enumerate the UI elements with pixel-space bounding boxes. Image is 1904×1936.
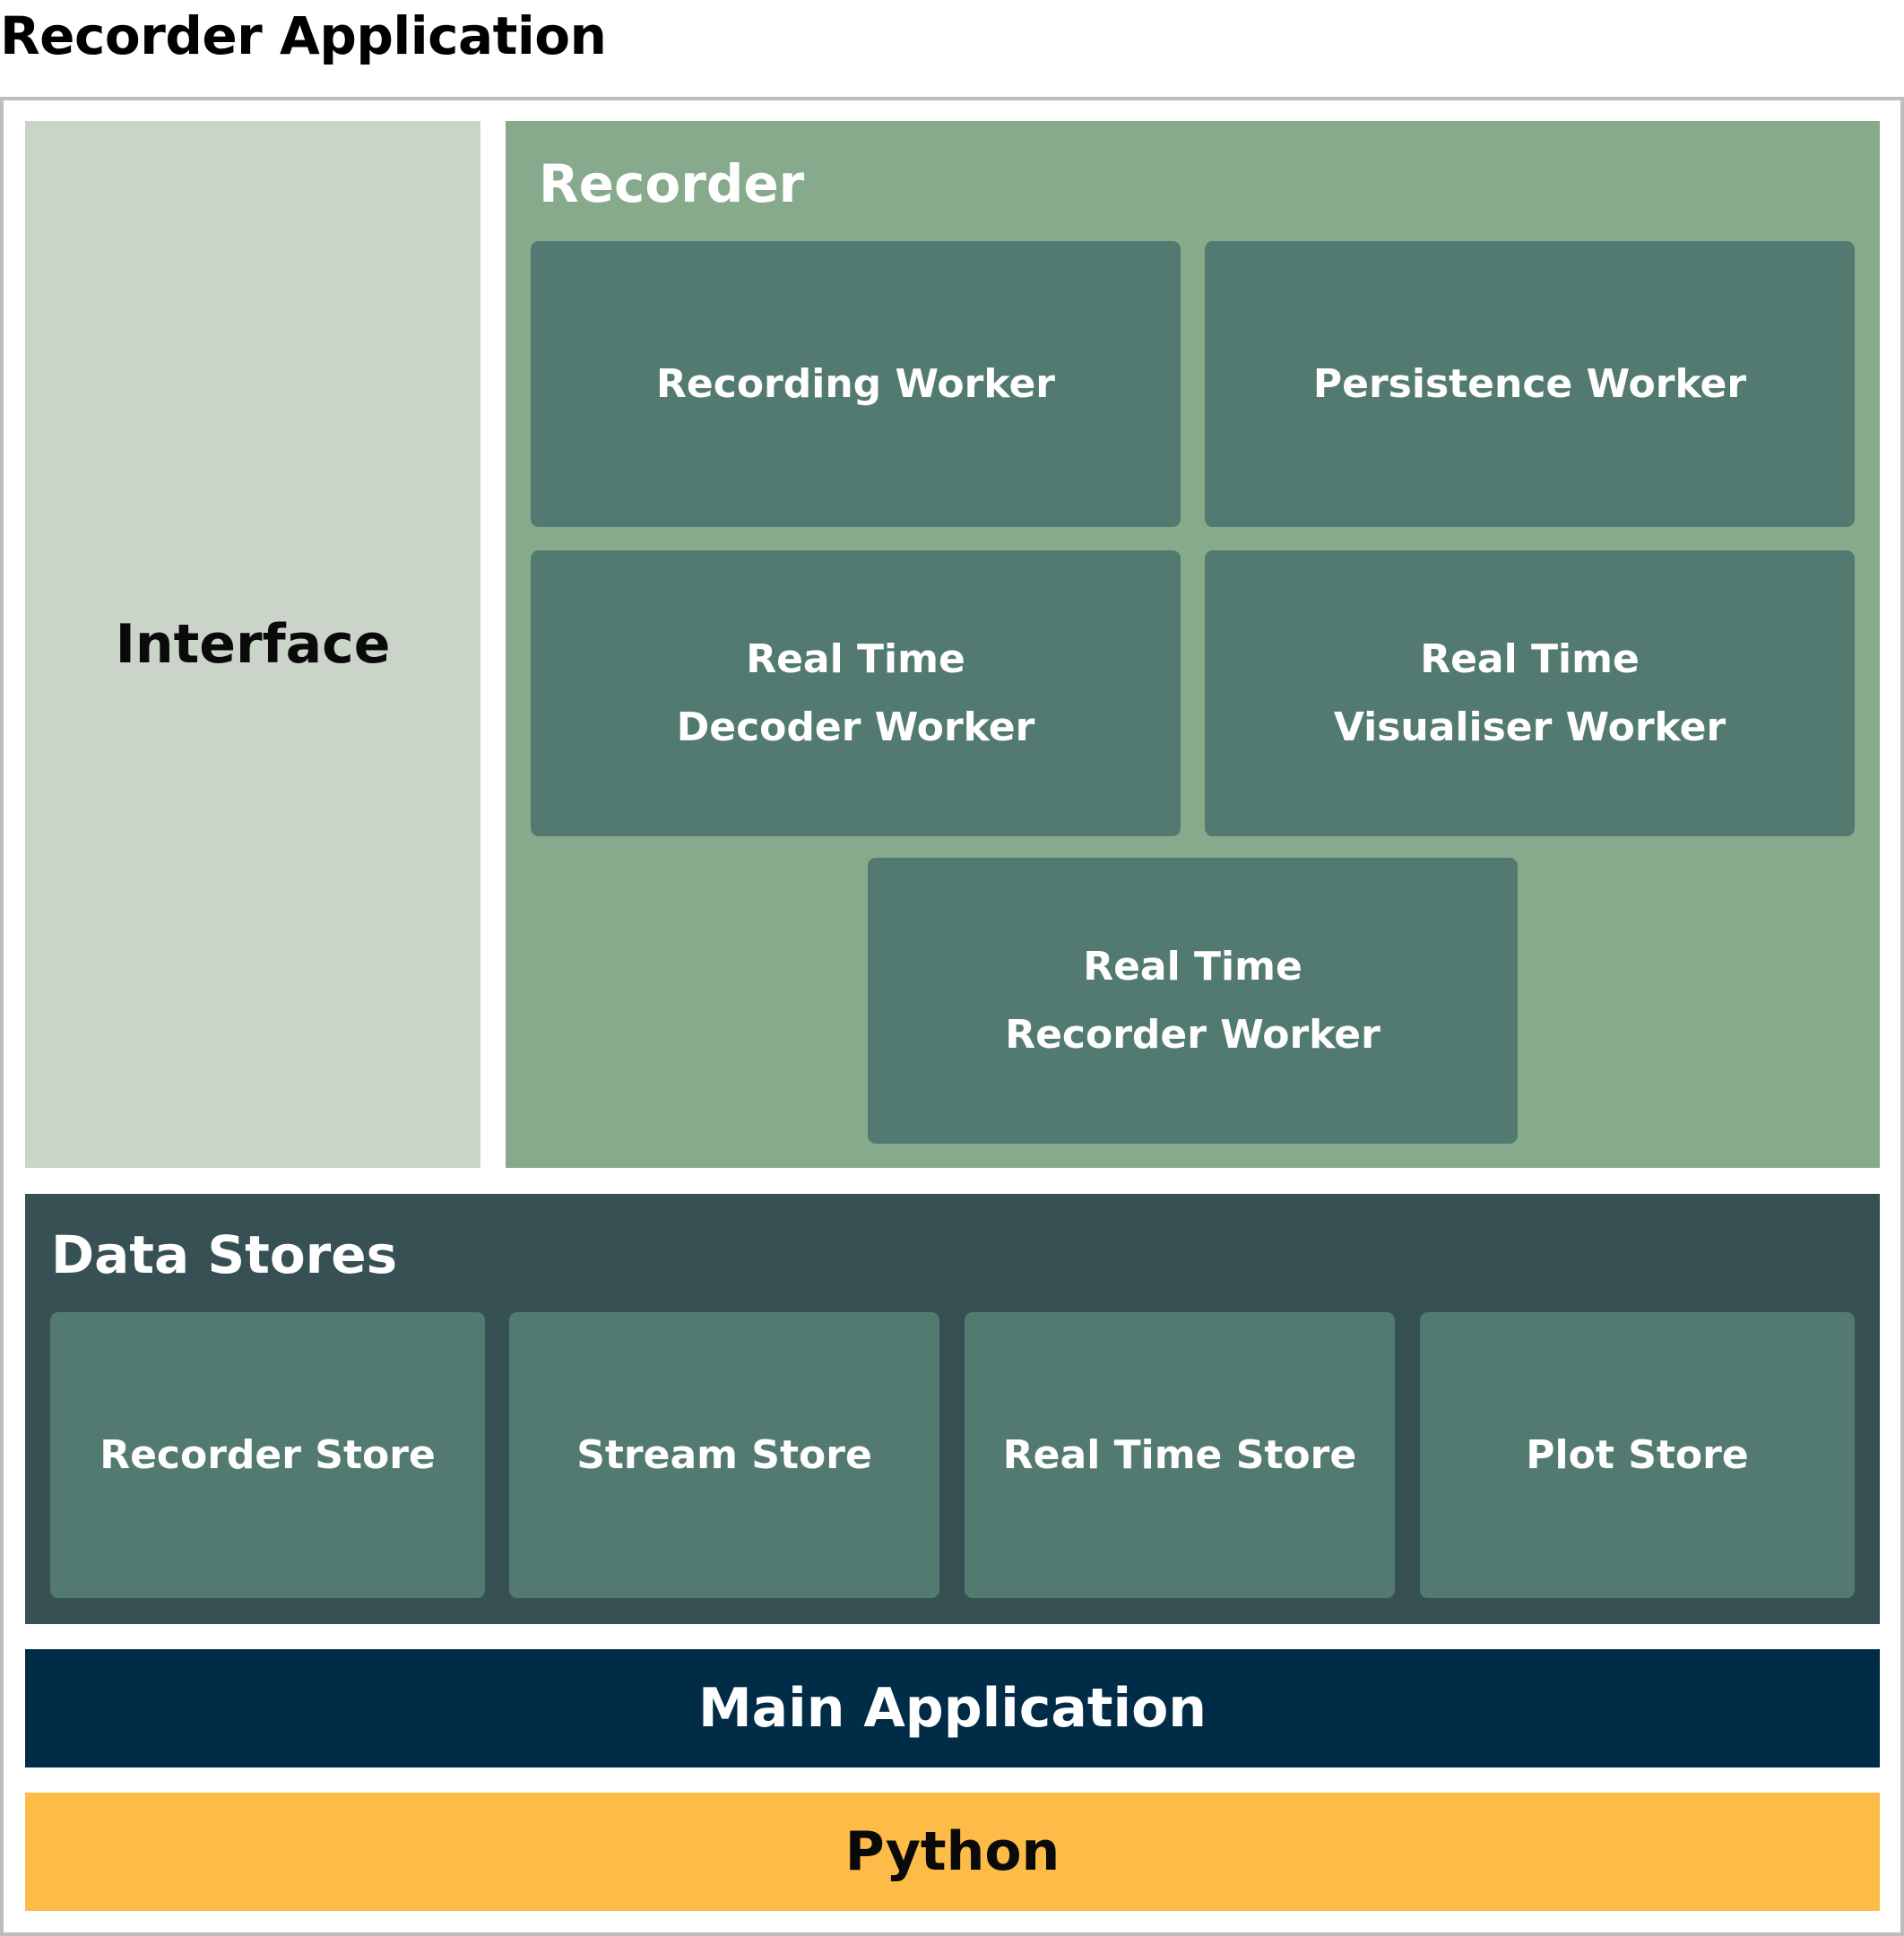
real-time-decoder-worker-box: Real Time Decoder Worker [531, 550, 1181, 836]
data-stores-layer: Data Stores Recorder Store Stream Store … [25, 1194, 1880, 1624]
real-time-recorder-worker-label: Real Time Recorder Worker [1005, 943, 1380, 1058]
real-time-decoder-worker-label: Real Time Decoder Worker [676, 635, 1035, 750]
real-time-store-label: Real Time Store [1002, 1432, 1357, 1478]
stream-store-label: Stream Store [576, 1432, 872, 1478]
recording-worker-label: Recording Worker [656, 360, 1055, 407]
plot-store-label: Plot Store [1526, 1432, 1749, 1478]
page-title: Recorder Application [0, 5, 607, 66]
real-time-visualiser-worker-label: Real Time Visualiser Worker [1333, 635, 1727, 750]
main-application-label: Main Application [697, 1677, 1207, 1740]
real-time-store-box: Real Time Store [965, 1312, 1395, 1598]
interface-label: Interface [115, 613, 391, 676]
recorder-store-label: Recorder Store [100, 1432, 436, 1478]
recorder-layer: Recorder Recording Worker Persistence Wo… [506, 121, 1880, 1168]
recorder-title: Recorder [539, 153, 805, 214]
real-time-visualiser-worker-box: Real Time Visualiser Worker [1205, 550, 1855, 836]
real-time-recorder-worker-box: Real Time Recorder Worker [868, 858, 1518, 1144]
data-stores-title: Data Stores [51, 1224, 398, 1285]
python-layer: Python [25, 1793, 1880, 1911]
persistence-worker-box: Persistence Worker [1205, 241, 1855, 527]
plot-store-box: Plot Store [1420, 1312, 1855, 1598]
persistence-worker-label: Persistence Worker [1312, 360, 1747, 407]
stream-store-box: Stream Store [509, 1312, 939, 1598]
main-application-layer: Main Application [25, 1649, 1880, 1767]
interface-layer: Interface [25, 121, 480, 1168]
recorder-store-box: Recorder Store [50, 1312, 485, 1598]
recording-worker-box: Recording Worker [531, 241, 1181, 527]
python-label: Python [844, 1820, 1060, 1883]
